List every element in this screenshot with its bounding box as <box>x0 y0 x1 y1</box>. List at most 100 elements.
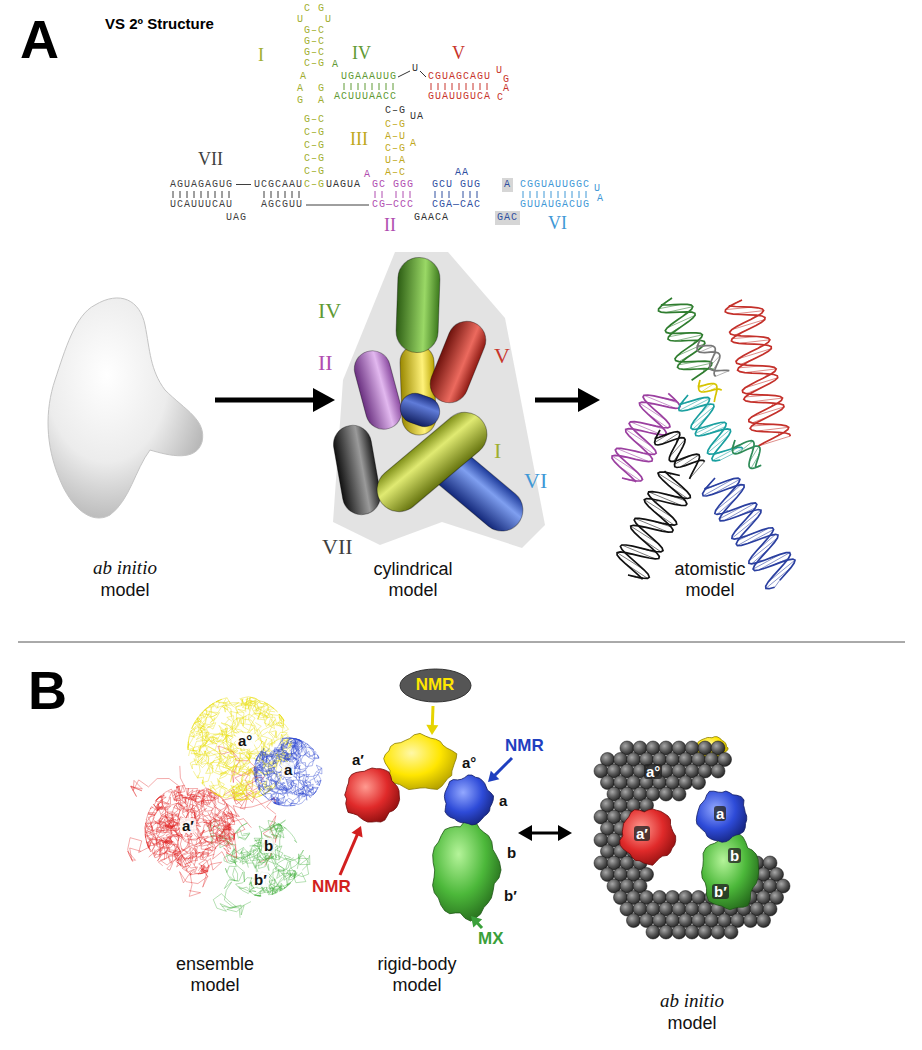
helix-cylinder <box>350 347 405 434</box>
helix-label: V <box>494 345 510 367</box>
sequence-text: CGUAGCAGU <box>428 72 491 82</box>
arrow-shaft <box>535 398 582 403</box>
base-pair-bar <box>393 83 394 90</box>
base-pair-bar <box>470 191 471 198</box>
domain-label: a <box>714 806 726 821</box>
backbone-strand <box>733 440 761 467</box>
leader-arrow <box>494 758 512 776</box>
arrow-connector <box>535 388 600 412</box>
sequence-text: C–G <box>385 120 406 130</box>
dummy-bead <box>627 914 641 928</box>
sequence-text: UCGCAAU <box>254 180 303 190</box>
helix-cylinder <box>395 257 440 353</box>
panel-separator <box>18 642 905 643</box>
oval-shape <box>400 669 471 702</box>
sequence-text: GUUAUGACUG <box>520 200 590 210</box>
panel-letter: B <box>28 663 67 717</box>
conformer-trace <box>154 789 177 811</box>
conformer-cloud <box>145 785 235 875</box>
base-rung <box>775 580 780 587</box>
domain-surface <box>620 809 676 865</box>
conformer-trace <box>185 837 198 861</box>
arrowhead <box>313 388 335 412</box>
sequence-text: G–C <box>304 37 325 47</box>
base-pair-bar <box>477 191 478 198</box>
method-tag: MX <box>478 930 504 947</box>
sequence-text: GAACA <box>414 213 449 223</box>
conformer-trace <box>204 699 227 712</box>
strand-line <box>420 71 426 77</box>
backbone-strand <box>659 298 714 370</box>
conformer-trace <box>229 782 246 797</box>
conformer-trace <box>260 770 280 804</box>
conformer-trace <box>255 779 276 800</box>
sequence-text: A <box>364 170 371 180</box>
model-panel: atomistic model <box>600 280 800 605</box>
base-pair-bar <box>180 191 181 198</box>
conformer-trace <box>213 894 244 918</box>
base-pair-bar <box>194 191 195 198</box>
domain-label: b <box>505 845 518 860</box>
envelope-blob <box>48 298 203 518</box>
caption-block: ab initiomodel <box>632 990 752 1034</box>
base-pair-bar <box>438 83 439 90</box>
base-pair-bar <box>396 191 397 198</box>
model-panel: cylindrical model <box>335 255 535 605</box>
sequence-text: U <box>594 184 601 194</box>
model-caption: model <box>632 1013 752 1034</box>
sequence-text: UCAUUUCAU <box>170 200 233 210</box>
conformer-trace <box>193 766 212 786</box>
sequence-text: AGUAGAGUG <box>170 180 233 190</box>
base-pair-bar <box>208 191 209 198</box>
helix-number: I <box>258 46 264 64</box>
conformer-trace <box>202 829 224 846</box>
base-pair-bar <box>442 191 443 198</box>
arrowhead <box>558 825 572 841</box>
sequence-text: A <box>503 84 510 94</box>
sequence-text: ACUUUAACC <box>334 92 397 102</box>
base-pair-bar <box>271 191 272 198</box>
sequence-text: A <box>597 194 604 204</box>
domain-surface <box>345 768 400 822</box>
sequence-text: A–U <box>385 132 406 142</box>
dummy-bead <box>692 776 706 790</box>
conformer-trace <box>288 739 310 757</box>
sequence-text: C–G <box>385 106 406 116</box>
dummy-bead <box>685 925 699 939</box>
helix-number: IV <box>352 44 371 62</box>
base-pair-bar <box>551 191 552 198</box>
conformer-trace <box>145 822 167 861</box>
caption-block: rigid-body model <box>357 954 477 996</box>
bead-model <box>594 741 790 939</box>
domain-label: a° <box>460 755 478 770</box>
backbone-strand <box>661 304 712 380</box>
sequence-text: UGAAAUUG <box>341 72 397 82</box>
caption-block: ensemble model <box>155 954 275 996</box>
conformer-trace <box>248 698 267 718</box>
domain-label: a° <box>236 733 254 748</box>
base-pair-bar <box>523 191 524 198</box>
conformer-trace <box>156 810 180 833</box>
sequence-text: C G <box>304 4 325 14</box>
sequence-text: G–C <box>304 48 325 58</box>
conformer-trace <box>198 713 220 731</box>
conformer-trace <box>290 740 301 756</box>
backbone-strand <box>725 300 790 436</box>
sequence-text: C–G <box>304 167 325 177</box>
conformer-trace <box>195 712 213 734</box>
base-rung <box>751 398 783 402</box>
base-pair-bar <box>586 191 587 198</box>
model-panel: ab initiomodel <box>572 725 800 1038</box>
sequence-text: A <box>300 72 307 82</box>
arrow-shaft <box>215 398 317 403</box>
sequence-text: C–G <box>304 154 325 164</box>
domain-label: b′ <box>502 888 519 903</box>
model-caption: cylindrical model <box>353 559 473 601</box>
sequence-text: GCU <box>432 180 453 190</box>
backbone-strand <box>612 393 680 482</box>
sequence-text: C–G <box>304 59 325 69</box>
base-pair-bar <box>452 83 453 90</box>
sequence-text: A <box>410 139 417 149</box>
